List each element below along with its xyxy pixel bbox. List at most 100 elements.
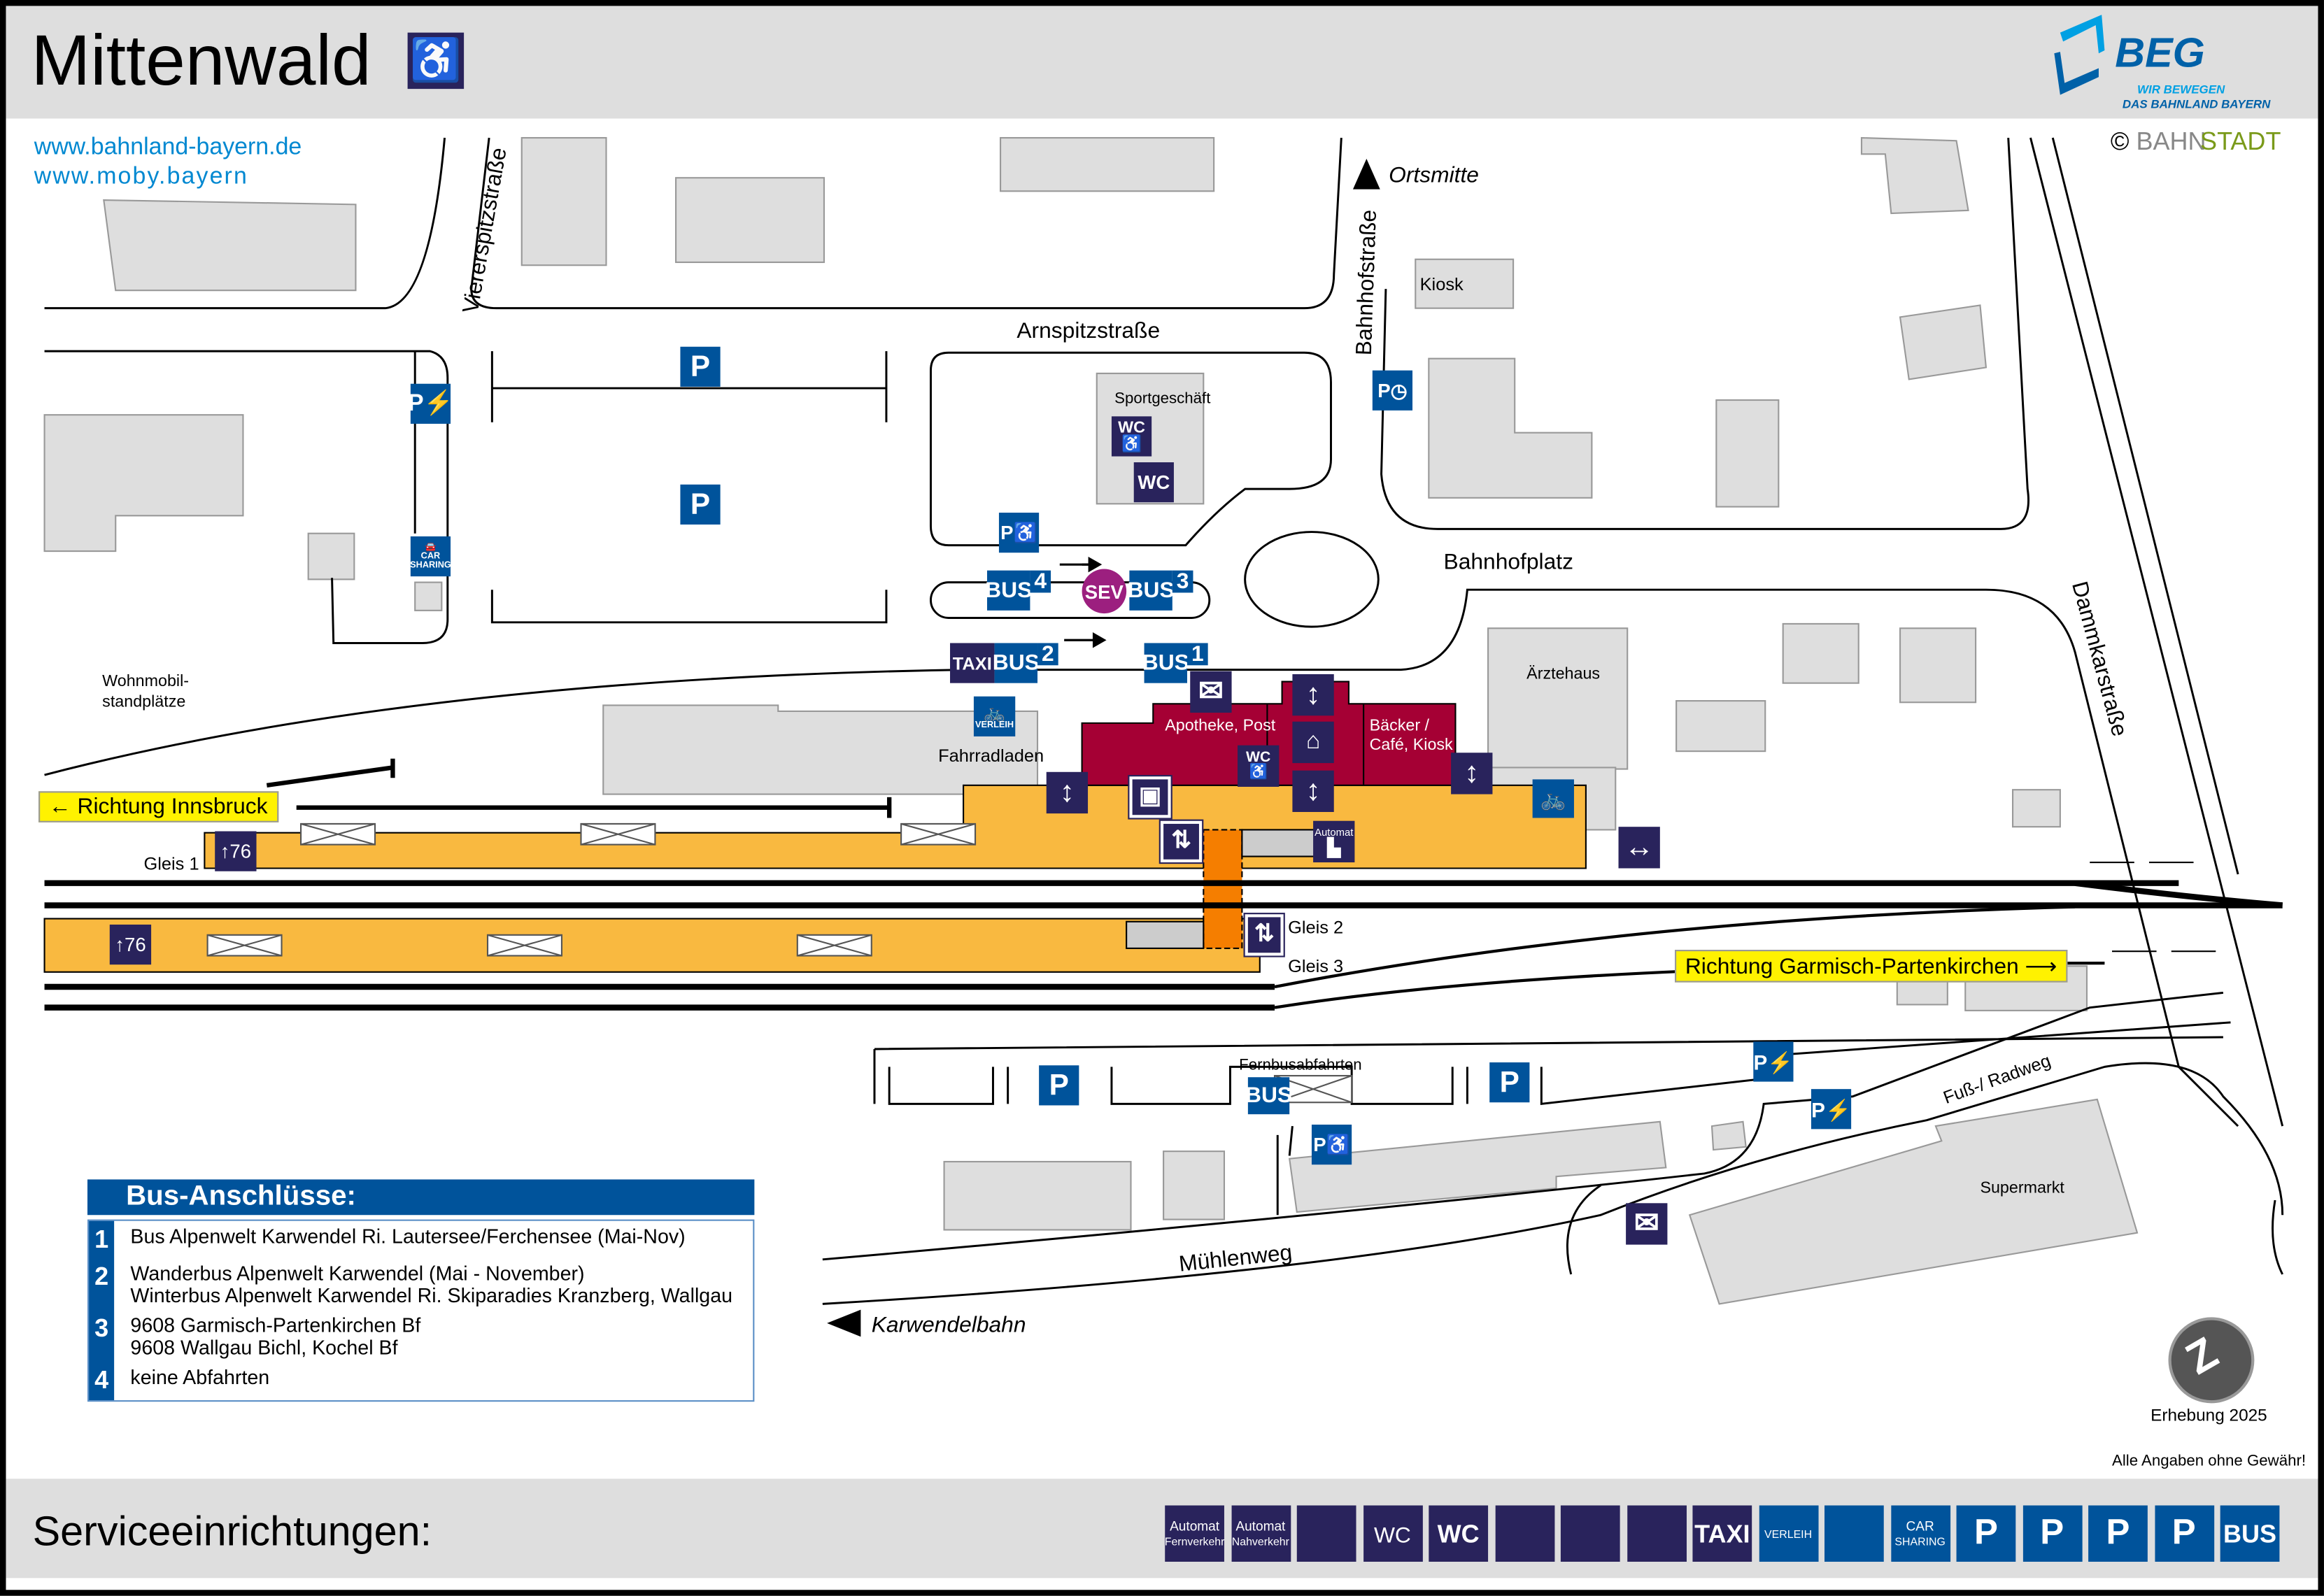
elevator-icon: ⇅ bbox=[1243, 913, 1285, 957]
service-label-top: P bbox=[2040, 1513, 2064, 1553]
ev-charging-parking-icon: P bbox=[2154, 1505, 2214, 1562]
ev-charging-parking-icon: P⚡ bbox=[1811, 1089, 1852, 1130]
label-apotheke-post: Apotheke, Post bbox=[1165, 715, 1276, 734]
legend-number-column bbox=[89, 1220, 115, 1401]
bike-rental-icon: 🚲VERLEIH bbox=[973, 696, 1016, 736]
label-fernbusabfahrten: Fernbusabfahrten bbox=[1239, 1056, 1362, 1074]
link-moby-bayern[interactable]: www.moby.bayern bbox=[34, 164, 248, 190]
label-fahrradladen: Fahrradladen bbox=[938, 746, 1044, 766]
waiting-room-icon bbox=[1296, 1505, 1356, 1562]
accessible-wc-icon: WC♿ bbox=[1238, 745, 1280, 787]
ev-charging-parking-icon: P⚡ bbox=[408, 383, 453, 424]
parking-icon: P bbox=[1489, 1062, 1530, 1103]
stairs-up-down-icon: ↕ bbox=[1292, 770, 1334, 812]
wc-icon: WC bbox=[1133, 462, 1174, 503]
disclaimer: Alle Angaben ohne Gewähr! bbox=[2112, 1452, 2307, 1470]
building bbox=[1428, 357, 1593, 499]
taxi-icon: TAXI bbox=[950, 643, 995, 683]
verleih-label: VERLEIH bbox=[975, 720, 1014, 730]
beg-brand: BEG bbox=[2115, 29, 2205, 76]
label-gleis-3: Gleis 3 bbox=[1288, 957, 1343, 976]
stairs-up-down-icon: ↕ bbox=[1046, 771, 1089, 814]
stairs-up-down-icon: ↕ bbox=[1292, 674, 1334, 716]
building bbox=[520, 136, 607, 266]
header-band bbox=[6, 6, 2318, 119]
parking-icon: P bbox=[2022, 1505, 2082, 1562]
direction-garmisch: Richtung Garmisch-Partenkirchen ⟶ bbox=[1675, 950, 2067, 983]
aerztehaus-building bbox=[1487, 627, 1629, 770]
direction-garmisch-label: Richtung Garmisch-Partenkirchen bbox=[1685, 954, 2019, 980]
bus-stop-1-icon: BUS bbox=[1142, 643, 1189, 683]
building bbox=[1710, 1120, 1747, 1151]
sector-marker-gleis-1: ↑76 bbox=[215, 831, 257, 871]
service-label-top: CAR bbox=[1906, 1518, 1934, 1534]
bahnstadt-part-2: STADT bbox=[2200, 127, 2281, 156]
page-title: Mittenwald bbox=[31, 22, 371, 101]
copyright-symbol: © bbox=[2110, 127, 2130, 156]
bus-stop-number-1: 1 bbox=[1186, 641, 1208, 667]
bus-stop-number-3: 3 bbox=[1172, 569, 1193, 594]
legend-row-text: Winterbus Alpenwelt Karwendel Ri. Skipar… bbox=[130, 1284, 733, 1307]
accessible-parking-icon: P♿ bbox=[998, 513, 1040, 553]
survey-year: Erhebung 2025 bbox=[2151, 1407, 2267, 1426]
legend-row-text: 9608 Garmisch-Partenkirchen Bf bbox=[130, 1314, 421, 1337]
label-supermarkt: Supermarkt bbox=[1980, 1178, 2064, 1196]
accessible-wc-icon: WC bbox=[1363, 1505, 1422, 1562]
service-label-top: Automat bbox=[1170, 1518, 1220, 1534]
legend-row-number: 1 bbox=[94, 1225, 109, 1254]
bus-stop-4-icon: BUS bbox=[985, 570, 1032, 611]
north-arrow-icon bbox=[1352, 159, 1380, 190]
building bbox=[1288, 1120, 1667, 1213]
elevator-icon: ⇅ bbox=[1159, 819, 1204, 864]
sharing-label: SHARING bbox=[410, 560, 451, 570]
building bbox=[1163, 1150, 1226, 1220]
building bbox=[43, 414, 244, 553]
street-arnspitzstrasse: Arnspitzstraße bbox=[1016, 318, 1160, 343]
wheelchair-icon: ♿ bbox=[407, 32, 465, 90]
beg-logo-mark-icon bbox=[2054, 15, 2105, 95]
building bbox=[943, 1160, 1132, 1231]
buildings bbox=[43, 136, 2139, 1305]
label-baecker-2: Café, Kiosk bbox=[1370, 735, 1453, 753]
bike-rental-icon: VERLEIH bbox=[1758, 1505, 1818, 1562]
label-bahnhofplatz: Bahnhofplatz bbox=[1444, 549, 1573, 574]
stairs bbox=[1241, 829, 1317, 857]
building bbox=[1899, 627, 1977, 704]
service-label-bottom: VERLEIH bbox=[1764, 1527, 1813, 1541]
link-bahnland-bayern[interactable]: www.bahnland-bayern.de bbox=[34, 134, 302, 160]
legend-row-text: keine Abfahrten bbox=[130, 1366, 270, 1389]
car-label: CAR bbox=[420, 552, 441, 561]
label-ortsmitte: Ortsmitte bbox=[1389, 162, 1479, 187]
building bbox=[2011, 789, 2061, 828]
sector-number: 76 bbox=[229, 840, 252, 863]
services-title: Serviceeinrichtungen: bbox=[32, 1508, 432, 1555]
accessible-parking-icon: P bbox=[1956, 1505, 2016, 1562]
place-labels: Kiosk Sportgeschäft Wohnmobil- standplät… bbox=[102, 275, 2064, 1196]
bike-parking-icon: 🚲 bbox=[1532, 779, 1574, 818]
bus-stop-number-4: 4 bbox=[1030, 569, 1051, 594]
platforms bbox=[43, 681, 1587, 973]
waiting-room-icon: ⌂ bbox=[1292, 721, 1334, 764]
bus-stop-2-icon: BUS bbox=[993, 643, 1040, 683]
building bbox=[307, 532, 355, 580]
parking-icon: P bbox=[1039, 1065, 1079, 1106]
sector-number: 76 bbox=[124, 933, 146, 956]
label-gleis-2: Gleis 2 bbox=[1288, 918, 1343, 938]
building bbox=[1782, 622, 1859, 684]
level-access-icon: ↔ bbox=[1618, 827, 1660, 869]
parking-icon: P bbox=[680, 484, 721, 525]
sev-rail-replacement-icon: SEV bbox=[1082, 569, 1127, 614]
short-term-parking-icon: P◷ bbox=[1372, 370, 1413, 411]
service-label-top: P bbox=[2106, 1513, 2130, 1553]
service-label-top: Automat bbox=[1235, 1518, 1286, 1534]
